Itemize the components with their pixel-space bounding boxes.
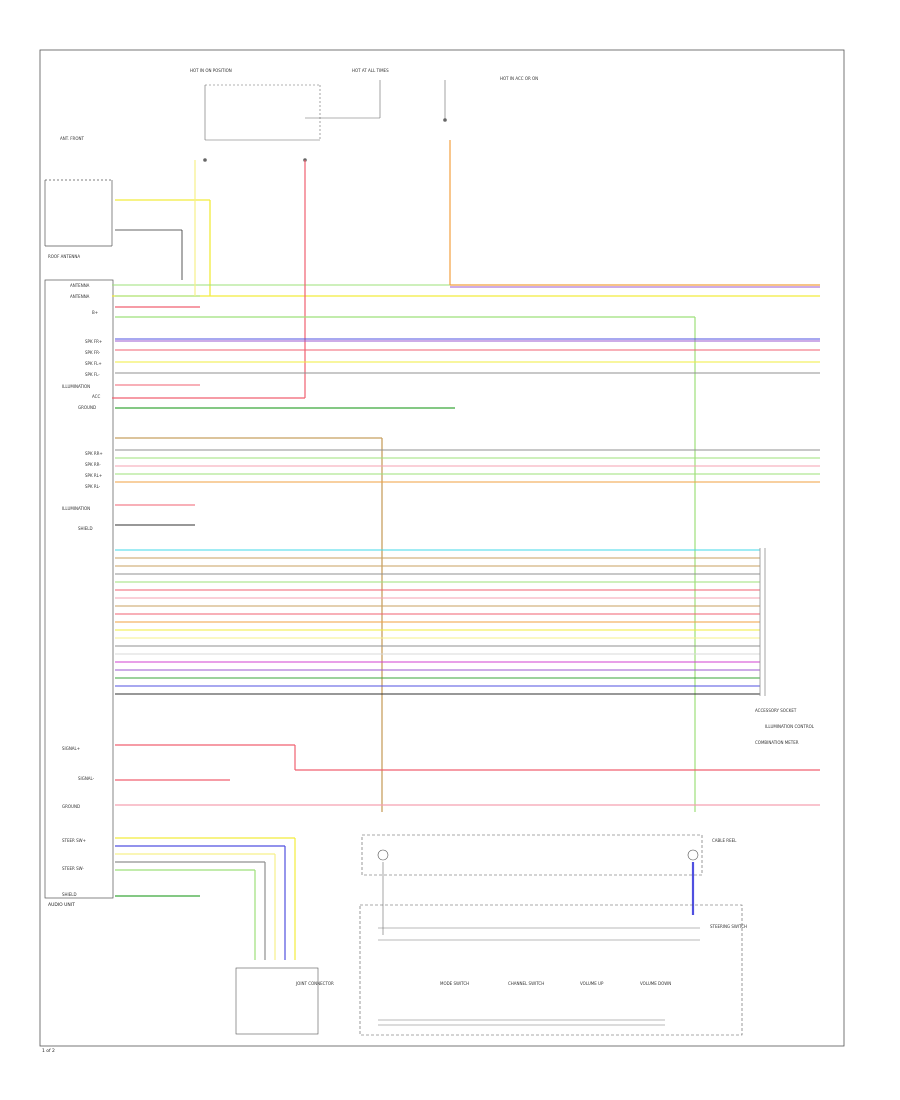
front-antenna-label: ANT. FRONT: [60, 136, 84, 141]
cable-reel-block: CABLE REEL: [361, 834, 737, 876]
pin-label-13: SPK RL-: [85, 484, 101, 489]
pin-label-14: ILLUMINATION: [62, 506, 90, 511]
mode-switch-label: MODE SWITCH: [440, 981, 469, 986]
pin-label-0: ANTENNA: [70, 283, 90, 288]
cable-reel-label: CABLE REEL: [712, 838, 737, 843]
steering-switch-block: STEERING SWITCH MODE SWITCH CHANNEL SWIT…: [359, 904, 747, 1036]
pin-label-3: SPK FR+: [85, 339, 102, 344]
roof-antenna-label: ROOF ANTENNA: [48, 254, 80, 259]
pin-label-12: SPK RL+: [85, 473, 102, 478]
audio-unit-label: AUDIO UNIT: [48, 902, 75, 908]
combination-meter-label: COMBINATION METER: [755, 740, 799, 745]
volume-down-label: VOLUME DOWN: [640, 981, 671, 986]
illumination-ctrl-label: ILLUMINATION CONTROL: [765, 724, 815, 729]
fuse-hot-run-label: HOT IN ON POSITION: [190, 68, 232, 73]
accessory-socket-label: ACCESSORY SOCKET: [755, 708, 797, 713]
wires-group: [112, 140, 820, 960]
pin-label-18: GROUND: [62, 804, 80, 809]
pin-label-10: SPK RR+: [85, 451, 103, 456]
joint-connector-block: JOINT CONNECTOR: [235, 967, 334, 1035]
pin-label-20: STEER SW-: [62, 866, 84, 871]
pin-label-2: B+: [92, 310, 98, 315]
fuse-relay-block: [203, 80, 447, 162]
pin-label-17: SIGNAL-: [78, 776, 95, 781]
pin-label-4: SPK FR-: [85, 350, 101, 355]
pin-label-7: ILLUMINATION: [62, 384, 90, 389]
pin-label-8: ACC: [92, 394, 100, 399]
fuse-hot-acc-label: HOT IN ACC OR ON: [500, 76, 538, 81]
connector-pin-labels: ANTENNA ANTENNA B+ SPK FR+ SPK FR- SPK F…: [62, 283, 103, 897]
pin-label-11: SPK RR-: [85, 462, 101, 467]
pin-label-15: SHIELD: [78, 526, 93, 531]
fuse-hot-all-label: HOT AT ALL TIMES: [352, 68, 389, 73]
footer-label: 1 of 2: [42, 1048, 55, 1054]
joint-connector-label: JOINT CONNECTOR: [295, 981, 334, 986]
pin-label-16: SIGNAL+: [62, 746, 80, 751]
pin-label-5: SPK FL+: [85, 361, 102, 366]
diagram-frame: [39, 49, 845, 1047]
pin-label-21: SHIELD: [62, 892, 77, 897]
pin-label-1: ANTENNA: [70, 294, 90, 299]
antenna-block: ANT. FRONT ROOF ANTENNA: [44, 136, 113, 259]
channel-switch-label: CHANNEL SWITCH: [508, 981, 544, 986]
steering-switch-label: STEERING SWITCH: [710, 924, 747, 929]
pin-label-19: STEER SW+: [62, 838, 86, 843]
audio-unit-box: [44, 279, 114, 899]
pin-label-6: SPK FL-: [85, 372, 100, 377]
pin-label-9: GROUND: [78, 405, 96, 410]
volume-up-label: VOLUME UP: [580, 981, 604, 986]
